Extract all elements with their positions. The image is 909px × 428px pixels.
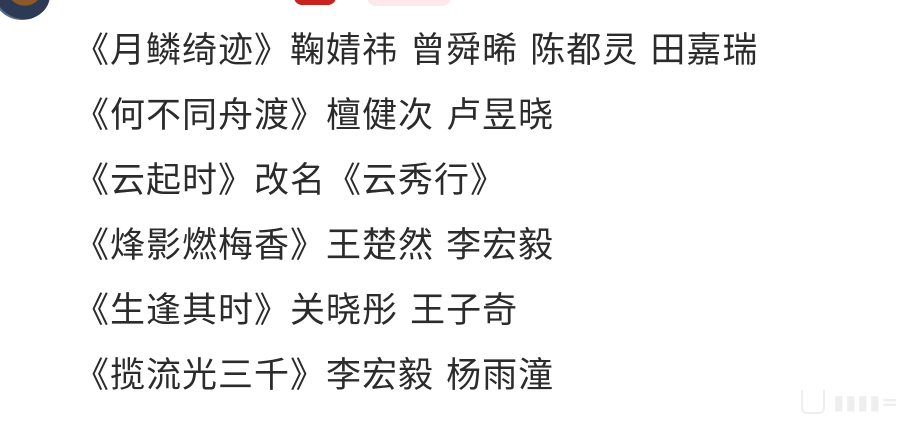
post-content: 《月鳞绮迹》鞠婧祎 曾舜晞 陈都灵 田嘉瑞 《何不同舟渡》檀健次 卢昱晓 《云起… — [74, 26, 758, 416]
watermark-text: ▮▮▮▮= — [833, 390, 899, 414]
red-badge[interactable] — [294, 0, 336, 5]
watermark-logo-icon — [801, 390, 826, 414]
post-line-6: 《揽流光三千》李宏毅 杨雨潼 — [74, 356, 555, 396]
post-line-1: 《月鳞绮迹》鞠婧祎 曾舜晞 陈都灵 田嘉瑞 — [74, 31, 759, 71]
post-line-5: 《生逢其时》关晓彤 王子奇 — [74, 291, 519, 331]
post-line-4: 《烽影燃梅香》王楚然 李宏毅 — [74, 226, 555, 266]
user-avatar[interactable] — [0, 0, 50, 20]
post-line-2: 《何不同舟渡》檀健次 卢昱晓 — [74, 96, 555, 136]
post-line-3: 《云起时》改名《云秀行》 — [74, 161, 507, 201]
watermark: ▮▮▮▮= — [801, 390, 899, 414]
pink-badge[interactable] — [367, 0, 451, 6]
